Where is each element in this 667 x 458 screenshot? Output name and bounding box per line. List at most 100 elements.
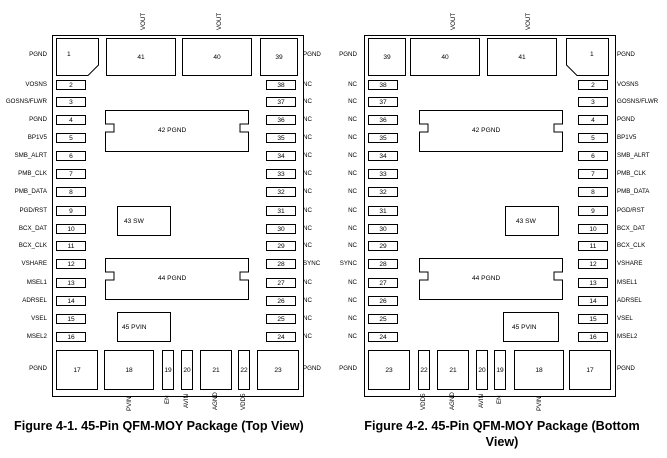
bottom-left-label: NC <box>348 315 357 322</box>
bottom-left-label: NC <box>348 207 357 214</box>
top-right-label: NC <box>303 225 312 232</box>
top-right-label: NC <box>303 152 312 159</box>
bottom-pin-pad: 9 <box>578 206 608 216</box>
top-pin-pad: 27 <box>266 278 296 288</box>
bottom-thermal-pad-42 <box>419 110 563 152</box>
top-pad-22: 22 <box>238 350 250 390</box>
top-vout-label-2: VOUT <box>216 12 223 30</box>
top-bottom-label-pvin: PVIN <box>126 396 133 411</box>
bottom-pin-pad: 10 <box>578 224 608 234</box>
top-pad-20: 20 <box>181 350 193 390</box>
top-pin-pad: 28 <box>266 259 296 269</box>
top-pin-pad: 35 <box>266 133 296 143</box>
top-left-label: SMB_ALRT <box>14 152 47 159</box>
top-pin-pad: 36 <box>266 115 296 125</box>
top-thermal-pad-42 <box>105 110 249 152</box>
top-right-label: NC <box>303 170 312 177</box>
top-right-label: NC <box>303 207 312 214</box>
bottom-pin-pad: 7 <box>578 169 608 179</box>
top-right-label: NC <box>303 279 312 286</box>
top-pin-pad: 26 <box>266 296 296 306</box>
bottom-left-label: NC <box>348 188 357 195</box>
top-left-label: PMB_CLK <box>18 170 47 177</box>
bottom-pin-pad: 23 <box>368 350 410 390</box>
bottom-right-label: VOSNS <box>617 81 639 88</box>
top-right-label: NC <box>303 297 312 304</box>
bottom-left-label: SYNC <box>339 260 357 267</box>
bottom-pin-pad: 14 <box>578 296 608 306</box>
bottom-left-label: NC <box>348 333 357 340</box>
bottom-pad-39: 39 <box>368 38 406 76</box>
bottom-bottom-label-vdd5: VDD5 <box>420 393 427 410</box>
bottom-bottom-label-en: EN <box>496 395 503 404</box>
bottom-right-label: BCX_CLK <box>617 242 646 249</box>
top-pin1-pad <box>56 38 99 76</box>
top-left-label: PGND <box>29 365 47 372</box>
bottom-left-label: NC <box>348 242 357 249</box>
bottom-pin-pad: 31 <box>368 206 398 216</box>
bottom-right-label: ADRSEL <box>617 297 642 304</box>
top-right-label: PGND <box>303 51 321 58</box>
top-pad-18: 18 <box>104 350 154 390</box>
bottom-left-label: PGND <box>339 51 357 58</box>
top-left-label: VSHARE <box>21 260 47 267</box>
bottom-left-label: NC <box>348 152 357 159</box>
figure-caption-bottom-view: Figure 4-2. 45-Pin QFM-MOY Package (Bott… <box>364 419 640 449</box>
top-bottom-label-agnd: AGND <box>212 392 219 410</box>
top-pad-41: 41 <box>106 38 176 76</box>
top-pin-pad: 16 <box>56 332 86 342</box>
bottom-right-label: PMB_DATA <box>617 188 650 195</box>
top-left-label: VSEL <box>31 315 47 322</box>
top-pad-19: 19 <box>162 350 174 390</box>
top-bottom-label-en: EN <box>164 395 171 404</box>
bottom-pin-pad: 30 <box>368 224 398 234</box>
bottom-pad-19: 19 <box>494 350 506 390</box>
top-pin-pad: 9 <box>56 206 86 216</box>
top-pin-pad: 33 <box>266 169 296 179</box>
top-thermal-42-label: 42 PGND <box>158 127 187 134</box>
top-left-label: PGND <box>29 116 47 123</box>
top-left-label: BCX_CLK <box>18 242 47 249</box>
top-right-label: NC <box>303 333 312 340</box>
top-vout-label-1: VOUT <box>140 12 147 30</box>
top-pin-pad: 5 <box>56 133 86 143</box>
top-pin-pad: 29 <box>266 241 296 251</box>
top-pin-pad: 6 <box>56 151 86 161</box>
top-pin-pad: 2 <box>56 80 86 90</box>
bottom-left-label: NC <box>348 225 357 232</box>
bottom-right-label: PGND <box>617 365 635 372</box>
bottom-bottom-label-pvin: PVIN <box>536 396 543 411</box>
bottom-right-label: VSHARE <box>617 260 643 267</box>
bottom-pin-pad: 12 <box>578 259 608 269</box>
top-left-label: BCX_DAT <box>18 225 47 232</box>
top-left-label: MSEL1 <box>26 279 47 286</box>
bottom-pin-pad: 32 <box>368 187 398 197</box>
top-pad-40: 40 <box>182 38 252 76</box>
top-thermal-pad-45: 45 PVIN <box>117 312 171 342</box>
top-pin-pad: 7 <box>56 169 86 179</box>
top-thermal-44-label: 44 PGND <box>158 275 187 282</box>
top-pin-pad: 14 <box>56 296 86 306</box>
top-right-label: NC <box>303 134 312 141</box>
top-right-label: NC <box>303 315 312 322</box>
bottom-bottom-label-avin: AVIN <box>478 394 485 408</box>
bottom-pin-pad: 17 <box>569 350 611 390</box>
top-left-label: PGD/RST <box>19 207 47 214</box>
top-pin-pad: 12 <box>56 259 86 269</box>
bottom-pin-pad: 37 <box>368 97 398 107</box>
top-package-outline <box>52 35 304 397</box>
top-right-label: SYNC <box>303 260 321 267</box>
bottom-pin-pad: 15 <box>578 314 608 324</box>
bottom-left-label: NC <box>348 81 357 88</box>
bottom-pin-pad: 25 <box>368 314 398 324</box>
top-bottom-label-vdd5: VDD5 <box>240 393 247 410</box>
top-right-label: NC <box>303 81 312 88</box>
top-thermal-pad-44 <box>105 258 249 300</box>
bottom-left-label: NC <box>348 170 357 177</box>
bottom-pin-pad: 16 <box>578 332 608 342</box>
bottom-thermal-pad-44 <box>419 258 563 300</box>
bottom-pin-pad: 36 <box>368 115 398 125</box>
top-bottom-label-avin: AVIN <box>183 394 190 408</box>
bottom-pin-pad: 11 <box>578 241 608 251</box>
bottom-right-label: PMB_CLK <box>617 170 646 177</box>
